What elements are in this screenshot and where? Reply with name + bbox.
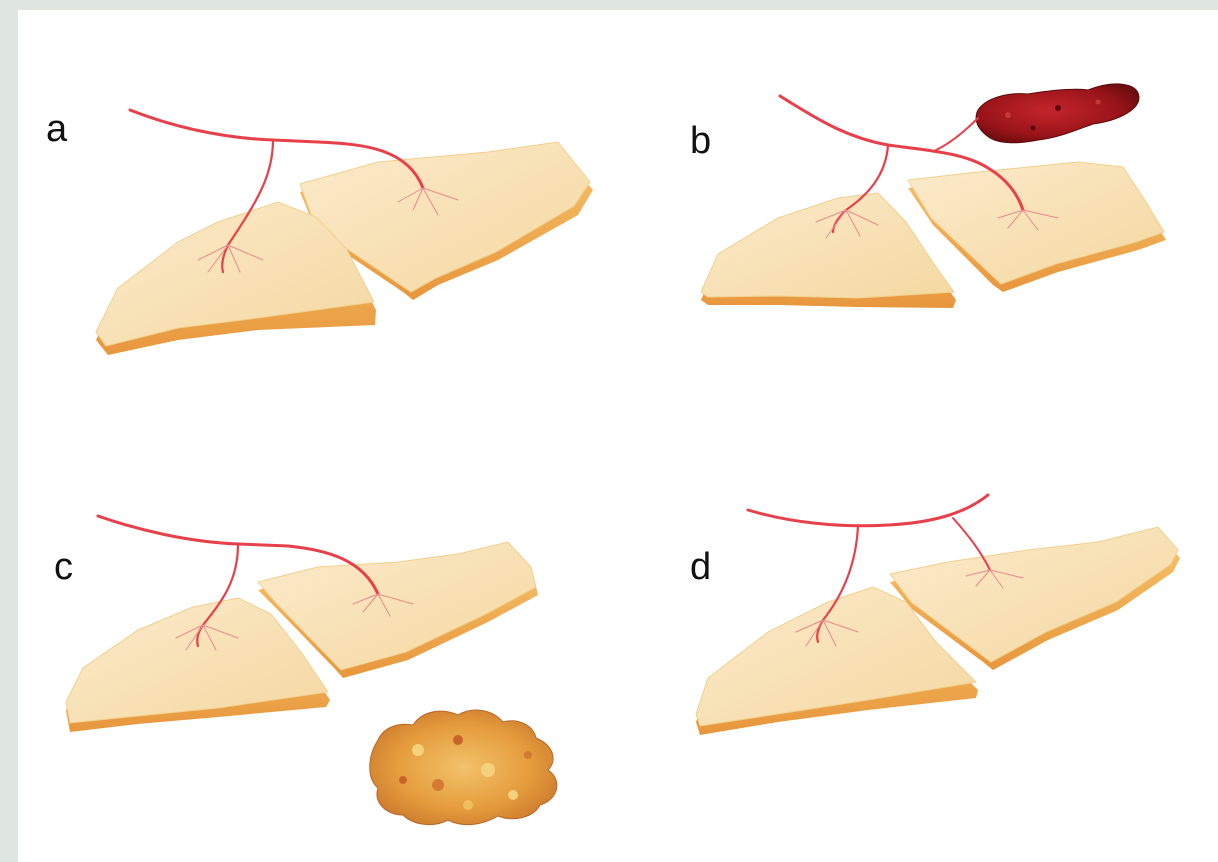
panel-label-b: b <box>690 122 711 160</box>
figure-frame: a b c d <box>18 10 1218 862</box>
panel-label-c: c <box>54 548 73 586</box>
flap-diagram <box>18 10 1218 862</box>
panel-c <box>66 516 557 825</box>
fat-flap-left <box>701 193 956 308</box>
thrombus <box>976 84 1139 143</box>
fat-flap-right <box>908 162 1166 292</box>
panel-a <box>96 110 593 355</box>
panel-label-d: d <box>690 548 711 586</box>
panel-d <box>696 495 1180 735</box>
panel-b <box>701 84 1166 308</box>
panel-label-a: a <box>46 110 67 148</box>
fat-necrosis-tissue <box>370 710 557 825</box>
